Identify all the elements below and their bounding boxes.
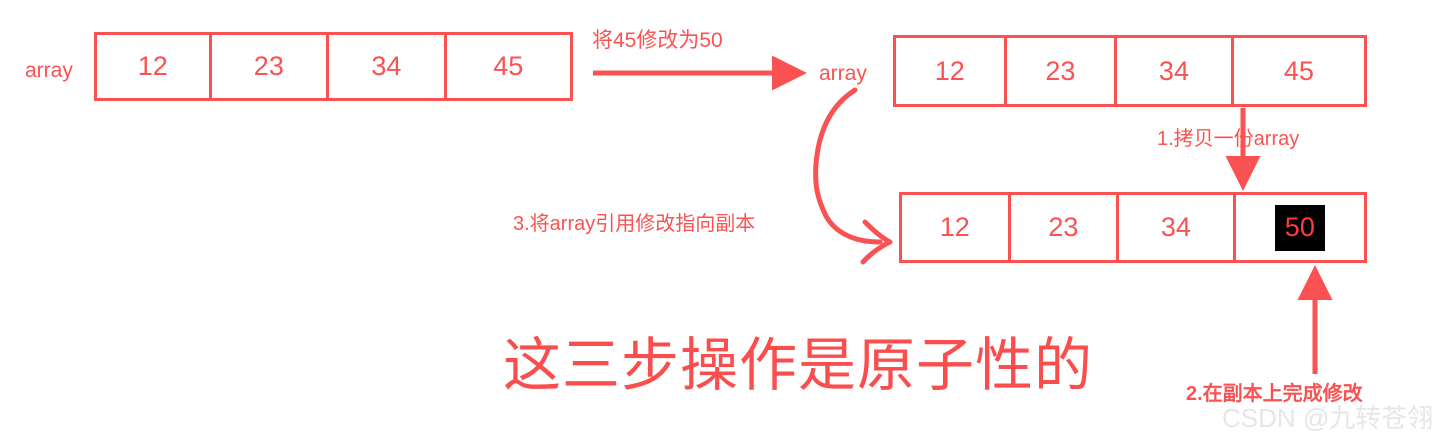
array-cell: 12 (902, 195, 1011, 260)
array-cell-modified: 50 (1235, 195, 1364, 260)
array-cell: 34 (1119, 195, 1236, 260)
array-cell: 45 (1233, 38, 1364, 104)
array-cell: 23 (211, 35, 330, 98)
array-original: 12 23 34 45 (94, 32, 573, 101)
transform-label: 将45修改为50 (592, 29, 723, 52)
step2-label: 2.在副本上完成修改 (1186, 383, 1363, 405)
array-cell: 12 (896, 38, 1007, 104)
array-copy: 12 23 34 50 (899, 192, 1367, 263)
array-cell: 12 (97, 35, 212, 98)
step1-label: 1.拷贝一份array (1157, 128, 1300, 150)
array-cell: 34 (1117, 38, 1234, 104)
reference-redirect-arrow (813, 87, 893, 265)
modified-value-chip: 50 (1274, 204, 1325, 251)
step3-label: 3.将array引用修改指向副本 (513, 213, 756, 235)
array-cell: 23 (1006, 38, 1118, 104)
array-label-left: array (25, 59, 73, 82)
headline-text: 这三步操作是原子性的 (503, 333, 1094, 398)
array-cell: 34 (329, 35, 447, 98)
array-cell: 45 (446, 35, 570, 98)
array-label-right: array (819, 62, 867, 85)
array-cell: 23 (1010, 195, 1120, 260)
array-reference-source: 12 23 34 45 (893, 35, 1367, 107)
watermark-text: CSDN @九转苍翎 (1222, 403, 1434, 433)
